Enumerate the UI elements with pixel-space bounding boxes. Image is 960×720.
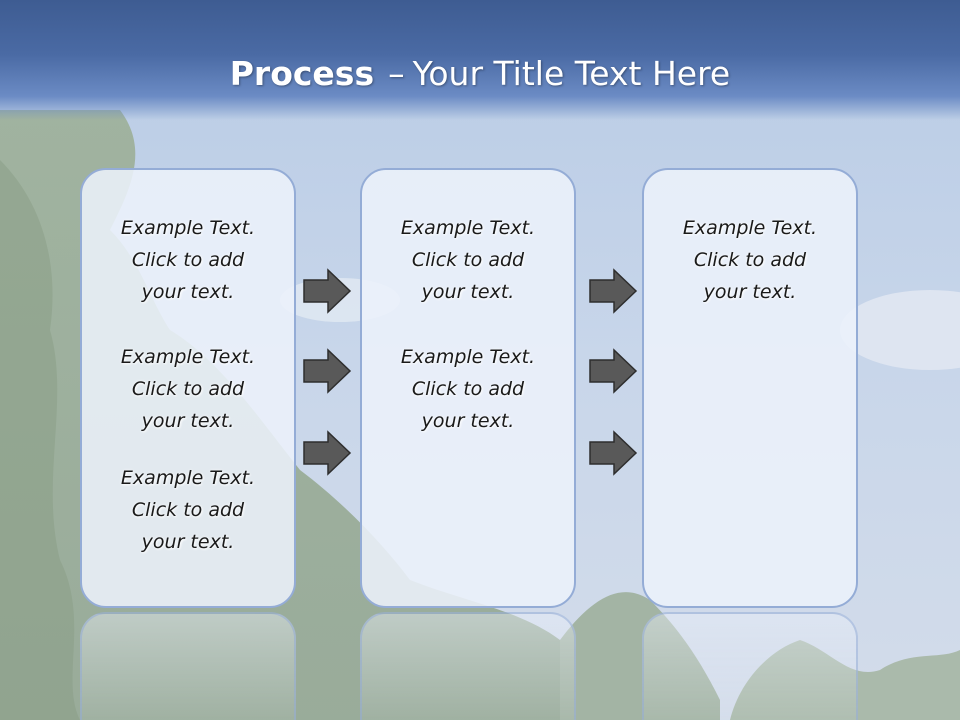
text-line: Example Text.: [120, 346, 256, 368]
text-placeholder[interactable]: Example Text. Click to add your text.: [82, 462, 294, 558]
process-box-1[interactable]: Example Text. Click to add your text. Ex…: [80, 168, 296, 608]
text-placeholder[interactable]: Example Text. Click to add your text.: [82, 212, 294, 308]
text-line: your text.: [141, 531, 235, 553]
title-rest: Your Title Text Here: [412, 54, 731, 93]
box-reflection: [360, 612, 576, 720]
text-line: Example Text.: [120, 467, 256, 489]
text-line: Click to add: [411, 378, 525, 400]
text-line: Example Text.: [400, 217, 536, 239]
process-box-2[interactable]: Example Text. Click to add your text. Ex…: [360, 168, 576, 608]
text-placeholder[interactable]: Example Text. Click to add your text.: [362, 212, 574, 308]
text-line: Example Text.: [682, 217, 818, 239]
slide-title[interactable]: Process–Your Title Text Here: [0, 52, 960, 96]
right-arrow-icon[interactable]: [588, 430, 638, 476]
box-reflection: [642, 612, 858, 720]
text-line: Click to add: [131, 499, 245, 521]
text-line: Example Text.: [120, 217, 256, 239]
text-placeholder[interactable]: Example Text. Click to add your text.: [644, 212, 856, 308]
text-line: your text.: [141, 410, 235, 432]
text-line: Click to add: [131, 378, 245, 400]
title-separator: –: [388, 54, 405, 93]
text-line: your text.: [421, 281, 515, 303]
text-line: Example Text.: [400, 346, 536, 368]
text-line: your text.: [421, 410, 515, 432]
text-line: Click to add: [131, 249, 245, 271]
text-line: your text.: [141, 281, 235, 303]
right-arrow-icon[interactable]: [588, 268, 638, 314]
title-bold-part: Process: [229, 54, 375, 93]
right-arrow-icon[interactable]: [302, 430, 352, 476]
title-bar: [0, 0, 960, 120]
text-line: Click to add: [693, 249, 807, 271]
right-arrow-icon[interactable]: [302, 268, 352, 314]
box-reflection: [80, 612, 296, 720]
right-arrow-icon[interactable]: [302, 348, 352, 394]
text-placeholder[interactable]: Example Text. Click to add your text.: [82, 341, 294, 437]
text-line: Click to add: [411, 249, 525, 271]
text-placeholder[interactable]: Example Text. Click to add your text.: [362, 341, 574, 437]
text-line: your text.: [703, 281, 797, 303]
process-box-3[interactable]: Example Text. Click to add your text.: [642, 168, 858, 608]
right-arrow-icon[interactable]: [588, 348, 638, 394]
